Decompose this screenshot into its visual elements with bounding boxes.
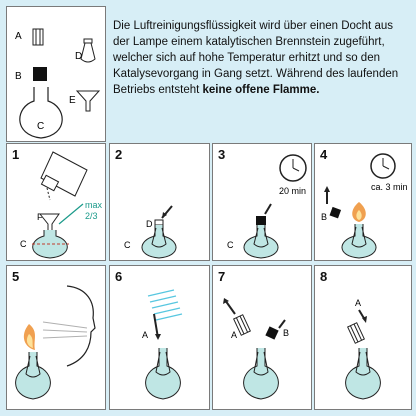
legend-drawing: A D B E C — [15, 28, 101, 139]
insert-arrow-b — [278, 319, 286, 329]
catalytic-stone-icon — [347, 322, 365, 344]
label-a: A — [355, 298, 361, 308]
lamp-bottle — [243, 225, 279, 259]
lamp-bottle — [141, 225, 177, 259]
funnel-icon — [75, 90, 101, 112]
step-panel-8: 8 A — [314, 265, 412, 410]
step-panel-4: 4 ca. 3 min B — [314, 143, 412, 261]
timer-label: 20 min — [279, 186, 306, 196]
breath-lines — [42, 321, 88, 339]
description-body: Die Luftreinigungsflüssigkeit wird über … — [113, 20, 399, 96]
legend-panel: A D B E C — [6, 6, 106, 142]
step-3-illustration: 20 min C — [227, 154, 307, 259]
fill-level-arrow — [58, 203, 84, 225]
pour-stream — [46, 187, 51, 201]
catalytic-stone-icon — [32, 28, 44, 46]
step-number: 1 — [12, 147, 20, 162]
description-text: Die Luftreinigungsflüssigkeit wird über … — [113, 18, 411, 98]
wick-icon — [80, 38, 96, 63]
fill-level-label-1: max — [85, 200, 103, 210]
wick — [351, 226, 367, 248]
lamp-bottle — [341, 224, 377, 259]
label-b: B — [283, 328, 289, 338]
step-number: 6 — [115, 269, 123, 284]
step-7-illustration: A B — [223, 298, 289, 400]
legend-label-b: B — [15, 71, 22, 82]
step-5-illustration — [15, 285, 96, 400]
wick — [355, 351, 371, 376]
air-flow-icon — [147, 289, 183, 321]
label-f: F — [37, 212, 43, 222]
step-panel-3: 3 20 min C — [212, 143, 312, 261]
arrow-head — [223, 298, 229, 304]
step-6-illustration: A — [142, 289, 183, 400]
step-panel-7: 7 A B — [212, 265, 312, 410]
arrow-head — [162, 212, 167, 218]
label-c: C — [124, 240, 131, 250]
cap-icon — [33, 67, 47, 81]
insert-arrow — [264, 203, 272, 215]
step-panel-6: 6 A — [109, 265, 210, 410]
step-number: 4 — [320, 147, 328, 162]
cap — [265, 326, 279, 340]
flame-core — [26, 334, 33, 348]
wick-holder — [154, 219, 164, 226]
face-profile — [66, 285, 96, 367]
fill-level-label-2: 2/3 — [85, 211, 98, 221]
remove-arrow-a — [224, 299, 236, 315]
step-number: 5 — [12, 269, 20, 284]
label-c: C — [227, 240, 234, 250]
step-number: 8 — [320, 269, 328, 284]
step-1-illustration: max 2/3 F C — [20, 151, 103, 259]
wick — [151, 227, 167, 248]
timer-label: ca. 3 min — [371, 182, 408, 192]
arrow-head — [324, 186, 330, 192]
label-a: A — [231, 330, 237, 340]
description-emphasis: keine offene Flamme. — [202, 84, 320, 96]
wick — [253, 227, 269, 248]
step-number: 3 — [218, 147, 226, 162]
wick — [25, 355, 41, 378]
step-number: 7 — [218, 269, 226, 284]
cap — [329, 206, 342, 219]
bottle-pouring-icon — [40, 151, 88, 197]
step-panel-1: 1 max 2/3 F C — [6, 143, 106, 261]
clock-icon — [370, 153, 396, 179]
lamp-bottle — [145, 348, 181, 400]
wick — [253, 351, 269, 376]
legend-label-d: D — [75, 51, 82, 62]
funnel-icon — [38, 213, 60, 233]
step-panel-2: 2 D C — [109, 143, 210, 261]
legend-label-e: E — [69, 95, 76, 106]
arrow-head — [155, 334, 161, 340]
cap — [256, 216, 266, 225]
step-2-illustration: D C — [124, 205, 177, 259]
step-panel-5: 5 — [6, 265, 106, 410]
lamp-bottle — [15, 352, 51, 400]
arrow-head — [362, 316, 367, 323]
label-a: A — [142, 330, 148, 340]
clock-icon — [279, 154, 307, 182]
label-b: B — [321, 212, 327, 222]
flame-core — [356, 210, 362, 220]
step-number: 2 — [115, 147, 123, 162]
label-c: C — [20, 239, 27, 249]
lamp-bottle — [345, 348, 381, 400]
catalytic-stone-icon — [233, 314, 251, 336]
lamp-bottle — [243, 348, 279, 400]
legend-label-c: C — [37, 121, 44, 132]
step-4-illustration: ca. 3 min B — [321, 153, 408, 259]
lamp-bottle-icon — [19, 87, 63, 139]
legend-label-a: A — [15, 31, 22, 42]
step-8-illustration: A — [345, 298, 381, 400]
wick — [155, 351, 171, 376]
label-d: D — [146, 219, 153, 229]
